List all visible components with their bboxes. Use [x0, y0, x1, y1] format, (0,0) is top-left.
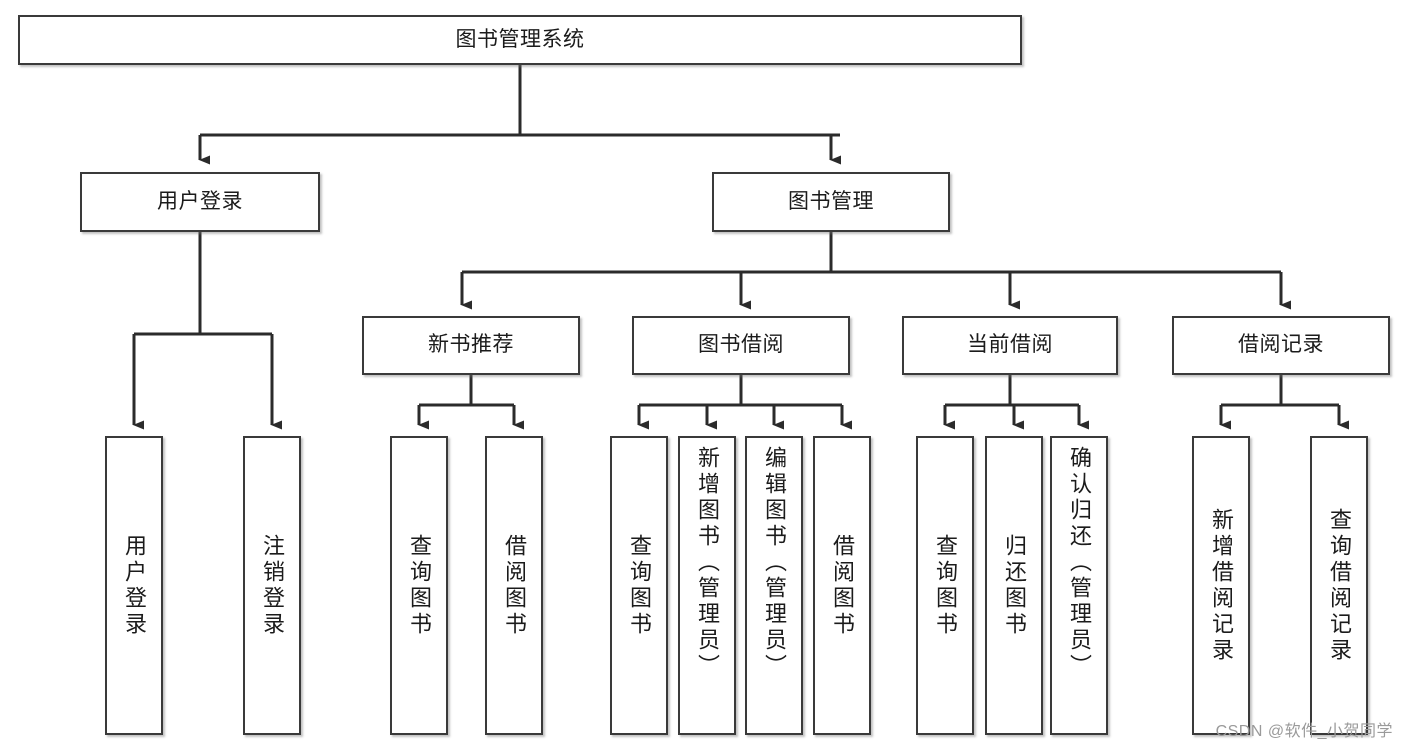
- node-borrow-record-label: 借阅记录: [1238, 333, 1324, 357]
- node-leaf-query-book-1[interactable]: 查询图书: [390, 436, 448, 735]
- node-leaf-borrow-book-1-label: 借阅图书: [502, 533, 527, 638]
- node-user-login[interactable]: 用户登录: [80, 172, 320, 232]
- node-leaf-confirm-return-label: 确认归还（管理员）: [1067, 446, 1092, 680]
- csdn-watermark: CSDN @软件_小贺同学: [1215, 723, 1393, 740]
- node-leaf-edit-book[interactable]: 编辑图书（管理员）: [745, 436, 803, 735]
- node-leaf-query-book-3-label: 查询图书: [933, 533, 958, 638]
- node-root[interactable]: 图书管理系统: [18, 15, 1022, 65]
- node-new-book-recommend[interactable]: 新书推荐: [362, 316, 580, 375]
- node-current-borrow-label: 当前借阅: [967, 333, 1053, 357]
- node-user-login-label: 用户登录: [157, 189, 243, 213]
- node-leaf-borrow-book-2[interactable]: 借阅图书: [813, 436, 871, 735]
- node-leaf-user-login-label: 用户登录: [122, 533, 147, 638]
- node-leaf-logout-login-label: 注销登录: [260, 533, 285, 638]
- node-new-book-recommend-label: 新书推荐: [428, 333, 514, 357]
- node-leaf-query-book-2-label: 查询图书: [627, 533, 652, 638]
- node-root-label: 图书管理系统: [455, 27, 585, 51]
- node-leaf-return-book[interactable]: 归还图书: [985, 436, 1043, 735]
- node-book-borrow-label: 图书借阅: [698, 333, 784, 357]
- node-current-borrow[interactable]: 当前借阅: [902, 316, 1118, 375]
- node-leaf-add-book[interactable]: 新增图书（管理员）: [678, 436, 736, 735]
- node-leaf-edit-book-label: 编辑图书（管理员）: [762, 446, 787, 680]
- node-leaf-add-book-label: 新增图书（管理员）: [695, 446, 720, 680]
- node-leaf-query-record-label: 查询借阅记录: [1327, 507, 1352, 664]
- node-leaf-add-record-label: 新增借阅记录: [1209, 507, 1234, 664]
- node-leaf-query-book-1-label: 查询图书: [407, 533, 432, 638]
- node-leaf-query-book-2[interactable]: 查询图书: [610, 436, 668, 735]
- node-leaf-logout-login[interactable]: 注销登录: [243, 436, 301, 735]
- node-leaf-user-login[interactable]: 用户登录: [105, 436, 163, 735]
- node-book-manage[interactable]: 图书管理: [712, 172, 950, 232]
- node-book-manage-label: 图书管理: [788, 189, 874, 213]
- node-leaf-query-record[interactable]: 查询借阅记录: [1310, 436, 1368, 735]
- node-leaf-confirm-return[interactable]: 确认归还（管理员）: [1050, 436, 1108, 735]
- node-book-borrow[interactable]: 图书借阅: [632, 316, 850, 375]
- node-leaf-borrow-book-1[interactable]: 借阅图书: [485, 436, 543, 735]
- node-leaf-add-record[interactable]: 新增借阅记录: [1192, 436, 1250, 735]
- node-leaf-return-book-label: 归还图书: [1002, 533, 1027, 638]
- node-borrow-record[interactable]: 借阅记录: [1172, 316, 1390, 375]
- node-leaf-borrow-book-2-label: 借阅图书: [830, 533, 855, 638]
- node-leaf-query-book-3[interactable]: 查询图书: [916, 436, 974, 735]
